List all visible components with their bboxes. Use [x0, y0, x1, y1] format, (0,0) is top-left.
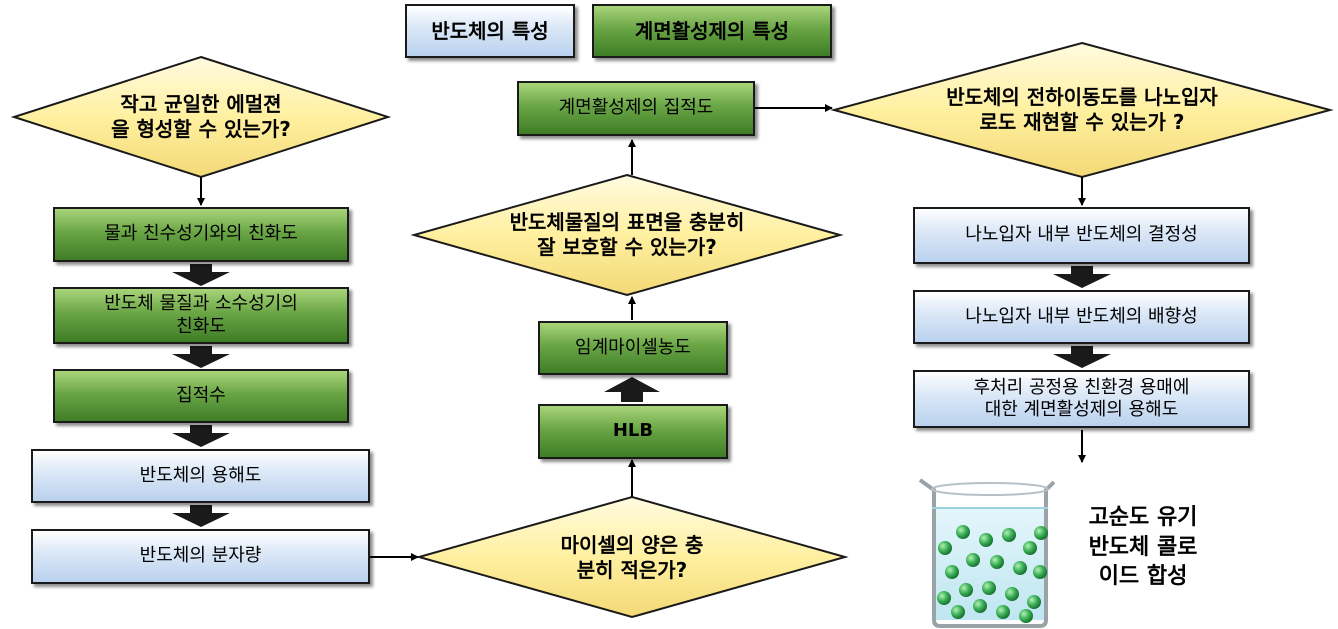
nanoparticle — [973, 599, 987, 613]
nanoparticle — [966, 553, 980, 567]
nanoparticle — [1034, 526, 1048, 540]
beaker-with-nanoparticles-icon — [918, 478, 1056, 628]
step-nanoparticle-crystallinity: 나노입자 내부 반도체의 결정성 — [913, 207, 1250, 264]
middle-bottom-decision-text: 마이셀의 양은 충 분히 적은가? — [560, 533, 704, 582]
step-surfactant-solubility-green-solvent: 후처리 공정용 친환경 용매에 대한 계면활성제의 용해도 — [913, 370, 1250, 428]
nanoparticle — [982, 581, 996, 595]
nanoparticle — [956, 525, 970, 539]
step-surfactant-packing: 계면활성제의 집적도 — [517, 81, 755, 136]
nanoparticle — [979, 533, 993, 547]
step-nanoparticle-orientation: 나노입자 내부 반도체의 배향성 — [913, 290, 1250, 344]
block-arrow-down-r2 — [1053, 346, 1111, 368]
nanoparticle — [1033, 565, 1047, 579]
block-arrow-down-2 — [172, 346, 230, 368]
nanoparticle — [1013, 561, 1027, 575]
right-decision-text: 반도체의 전하이동도를 나노입자 로도 재현할 수 있는가 ? — [946, 85, 1218, 134]
middle-top-decision-diamond — [410, 173, 844, 297]
block-arrow-up-hlb-to-cmc — [604, 377, 660, 402]
left-block-arrows — [172, 264, 230, 527]
right-block-arrows — [1053, 266, 1111, 368]
legend-semiconductor: 반도체의 특성 — [405, 4, 575, 58]
left-decision-text: 작고 균일한 에멀젼 을 형성할 수 있는가? — [111, 92, 291, 141]
nanoparticle — [937, 591, 951, 605]
block-arrow-down-1 — [172, 264, 230, 286]
nanoparticle — [1027, 595, 1041, 609]
middle-top-decision-text: 반도체물질의 표면을 충분히 잘 보호할 수 있는가? — [509, 210, 745, 259]
nanoparticle — [1019, 609, 1033, 623]
block-arrow-down-3 — [172, 425, 230, 447]
nanoparticle — [1023, 541, 1037, 555]
nanoparticle — [996, 605, 1010, 619]
step-hlb: HLB — [538, 404, 728, 459]
block-arrow-down-r1 — [1053, 266, 1111, 288]
step-aggregation-number: 집적수 — [53, 369, 349, 423]
step-critical-micelle-concentration: 임계마이셀농도 — [538, 321, 728, 375]
block-arrow-down-4 — [172, 505, 230, 527]
step-semiconductor-molecular-weight: 반도체의 분자량 — [31, 529, 370, 584]
nanoparticle — [938, 541, 952, 555]
nanoparticle — [945, 565, 959, 579]
middle-bottom-decision-diamond — [415, 495, 849, 619]
nanoparticle — [959, 583, 973, 597]
legend-surfactant: 계면활성제의 특성 — [592, 4, 832, 58]
nanoparticle — [951, 605, 965, 619]
final-result-text: 고순도 유기 반도체 콜로 이드 합성 — [1088, 505, 1198, 590]
nanoparticle — [990, 555, 1004, 569]
nanoparticle — [1002, 528, 1016, 542]
step-semiconductor-solubility: 반도체의 용해도 — [31, 449, 370, 503]
nanoparticle — [1005, 587, 1019, 601]
step-water-hydrophilic-affinity: 물과 친수성기와의 친화도 — [53, 207, 349, 262]
step-semiconductor-hydrophobic-affinity: 반도체 물질과 소수성기의 친화도 — [53, 287, 349, 344]
